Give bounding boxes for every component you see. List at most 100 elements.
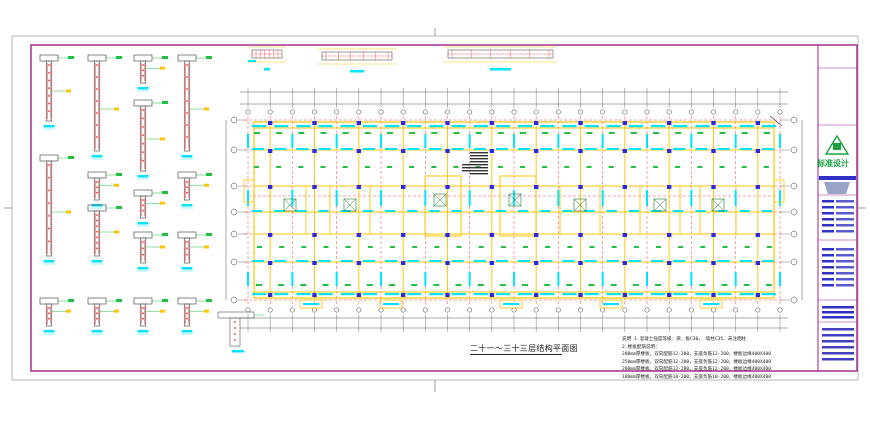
rebar-dot	[186, 76, 188, 78]
rebar-dot	[234, 339, 236, 341]
rebar-dot	[142, 142, 144, 145]
shear-wall	[711, 185, 716, 189]
axis-bubble	[666, 307, 672, 313]
rebar-dot	[48, 317, 50, 320]
slab-rebar-mark	[380, 272, 382, 286]
slab-rebar-mark	[274, 148, 287, 150]
rebar-dot	[96, 88, 98, 90]
slab-rebar-mark	[473, 148, 486, 150]
shear-wall	[666, 261, 672, 265]
rebar-dot	[142, 109, 144, 111]
rebar-dot	[48, 79, 50, 82]
slab-rebar-mark	[734, 272, 737, 286]
rebar-dot	[186, 124, 188, 126]
slab-label	[298, 132, 305, 134]
slab-rebar-mark	[451, 210, 462, 212]
balcony	[379, 299, 403, 309]
axis-bubble	[622, 307, 628, 313]
balcony	[499, 299, 523, 309]
slab-rebar-mark	[252, 260, 265, 262]
rebar-dot	[142, 74, 144, 77]
slab-rebar-mark	[247, 134, 249, 148]
axis-bubble	[245, 109, 251, 115]
slab-label	[719, 132, 726, 134]
rebar-dot	[142, 247, 144, 250]
rebar-dot	[96, 307, 98, 309]
core-marker	[433, 193, 447, 207]
core-marker	[573, 198, 587, 212]
slab-label	[545, 246, 551, 248]
rebar-dot	[96, 124, 98, 126]
slab-label	[741, 166, 747, 168]
axis-bubble	[245, 307, 251, 313]
wall-section	[139, 303, 147, 327]
tb-field-value	[836, 230, 854, 233]
floor-plan	[225, 88, 803, 332]
shear-wall	[578, 261, 583, 265]
slab-label	[522, 284, 528, 286]
rebar-dot	[96, 186, 98, 189]
slab-rebar-mark	[717, 125, 732, 128]
slab-rebar-mark	[291, 272, 294, 286]
axis-bubble	[790, 182, 798, 190]
slab-rebar-mark	[451, 148, 464, 150]
slab-rebar-mark	[473, 125, 488, 128]
rebar-dot	[142, 307, 144, 309]
bottom-section-detail	[217, 311, 264, 353]
note-line: 250mm厚楼板，双向配筋12-200，支座负筋12-200，楼板边缘400X4…	[622, 359, 772, 365]
leader-label	[160, 245, 165, 249]
slab-rebar-mark	[690, 272, 693, 286]
axis-bubble	[644, 109, 650, 115]
slab-section	[177, 54, 197, 62]
slab-rebar-mark	[429, 210, 440, 212]
leader-label	[162, 233, 168, 236]
rebar-dot	[142, 199, 144, 201]
shear-wall	[312, 233, 317, 237]
section-caption	[43, 260, 55, 263]
rebar-dot	[96, 76, 98, 78]
shear-wall	[666, 149, 672, 153]
plan-note-line	[470, 155, 488, 157]
shear-wall	[489, 233, 495, 237]
leader-label	[116, 206, 122, 209]
axis-bubble	[267, 109, 273, 115]
slab-rebar-mark	[513, 134, 515, 148]
slab-label	[520, 166, 525, 168]
tb-field-value	[836, 284, 854, 287]
tb-field-value	[836, 266, 854, 269]
section-caption	[137, 175, 149, 178]
slab-rebar-mark	[335, 272, 338, 286]
slab-section	[87, 171, 107, 179]
shear-wall	[711, 121, 716, 125]
slab-rebar-mark	[779, 134, 781, 148]
tb-field-label	[822, 254, 834, 257]
slab-rebar-mark	[739, 210, 750, 212]
slab-rebar-mark	[513, 190, 515, 206]
slab-rebar-mark	[451, 125, 466, 128]
slab-rebar-mark	[690, 134, 693, 148]
shear-wall	[400, 293, 406, 297]
slab-label	[390, 246, 395, 248]
wall-section	[139, 105, 147, 172]
plan-note-line	[470, 170, 488, 172]
slab-rebar-mark	[468, 134, 471, 148]
shear-wall	[312, 185, 317, 189]
slab-rebar-mark	[557, 134, 560, 148]
slab-section	[133, 231, 153, 239]
slab-rebar-mark	[340, 125, 355, 128]
slab-rebar-mark	[651, 293, 666, 296]
axis-bubble	[400, 307, 406, 313]
shear-wall	[622, 261, 628, 265]
tb-field-value	[836, 278, 854, 281]
slab-label	[254, 166, 259, 168]
shear-wall	[400, 149, 406, 153]
slab-label	[367, 246, 373, 248]
slab-rebar-mark	[540, 148, 553, 150]
slab-rebar-mark	[495, 125, 510, 128]
slab-rebar-mark	[340, 148, 353, 150]
tb-field-label	[822, 266, 834, 269]
shear-wall	[533, 185, 539, 189]
slab-label	[520, 132, 526, 134]
slab-label	[741, 132, 748, 134]
note-line: 180mm厚楼板，双向配筋10-200，支座负筋10-200，楼板边缘400X4…	[622, 374, 772, 380]
